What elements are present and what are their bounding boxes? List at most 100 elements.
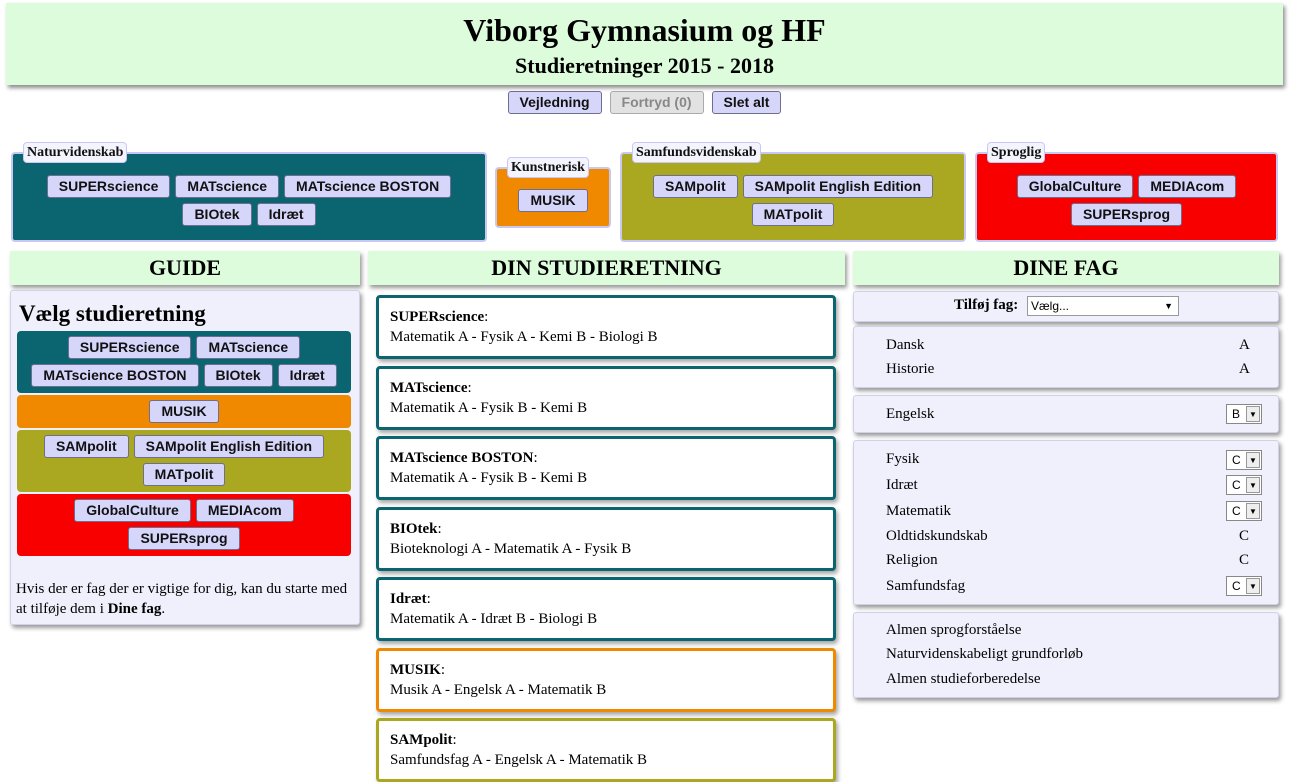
subjects-group-3 (853, 440, 1279, 605)
study-card-matscience[interactable]: MATscience: Matematik A - Fysik B - Kemi… (376, 366, 836, 430)
study-button-sampolit-english[interactable]: SAMpolit English Edition (742, 175, 934, 198)
subject-name: Engelsk (886, 406, 935, 422)
subjects-group-4 (853, 612, 1279, 698)
chevron-down-icon: ▼ (1246, 578, 1260, 594)
add-subject-panel: Tilføj fag: Vælg... ▼ (853, 291, 1279, 322)
dine-fag-link: Dine fag (107, 601, 162, 617)
study-card-name: BIOtek (390, 521, 438, 537)
study-card-biotek[interactable]: BIOtek: Bioteknologi A - Matematik A - F… (376, 507, 836, 571)
guide-button-sampolit-english[interactable]: SAMpolit English Edition (133, 435, 325, 458)
subjects-group-1 (853, 326, 1279, 388)
study-button-mediacom[interactable]: MEDIAcom (1138, 175, 1237, 198)
guide-button-superscience[interactable]: SUPERscience (67, 336, 192, 359)
subject-level: A (1239, 361, 1250, 377)
study-button-matscience[interactable]: MATscience (175, 175, 280, 198)
page-subtitle: Studieretninger 2015 - 2018 (515, 53, 774, 78)
study-card-sampolit[interactable]: SAMpolit: Samfundsfag A - Engelsk A - Ma… (376, 718, 836, 782)
study-button-supersprog[interactable]: SUPERsprog (1070, 203, 1183, 226)
study-button-globalculture[interactable]: GlobalCulture (1016, 175, 1134, 198)
subject-level: C (1239, 528, 1250, 544)
page-title: Viborg Gymnasium og HF (463, 12, 826, 48)
chevron-down-icon: ▼ (1164, 301, 1173, 311)
study-card-subjects: Bioteknologi A - Matematik A - Fysik B (390, 541, 632, 557)
toolbar: Vejledning Fortryd (0) Slet alt (0, 91, 1289, 114)
subject-name: Samfundsfag (886, 578, 966, 594)
level-select[interactable]: C▼ (1226, 475, 1262, 495)
category-label: Kunstnerisk (507, 157, 589, 178)
study-card-name: MATscience BOSTON (390, 450, 534, 466)
chevron-down-icon: ▼ (1246, 477, 1260, 493)
guide-header: GUIDE (10, 251, 360, 285)
guide-block-samfundsvidenskab: SAMpolit SAMpolit English Edition MATpol… (17, 430, 351, 492)
study-button-matpolit[interactable]: MATpolit (751, 203, 835, 226)
category-samfundsvidenskab: Samfundsvidenskab SAMpolit SAMpolit Engl… (620, 142, 966, 242)
study-card-matscience-boston[interactable]: MATscience BOSTON: Matematik A - Fysik B… (376, 436, 836, 500)
subject-name: Idræt (886, 477, 918, 493)
study-card-subjects: Matematik A - Fysik B - Kemi B (390, 470, 588, 486)
study-header: DIN STUDIERETNING (368, 251, 845, 285)
guide-button-mediacom[interactable]: MEDIAcom (195, 499, 294, 522)
study-card-name: SUPERscience (390, 309, 485, 325)
guide-block-naturvidenskab: SUPERscience MATscience MATscience BOSTO… (17, 331, 351, 393)
guide-button-musik[interactable]: MUSIK (149, 400, 219, 423)
subject-name: Religion (886, 552, 938, 568)
study-card-musik[interactable]: MUSIK: Musik A - Engelsk A - Matematik B (376, 648, 836, 712)
guide-block-kunstnerisk: MUSIK (17, 395, 351, 428)
add-subject-select[interactable]: Vælg... ▼ (1027, 296, 1179, 316)
subjects-group-2 (853, 395, 1279, 433)
subjects-header: DINE FAG (853, 251, 1279, 285)
core-subject: Naturvidenskabeligt grundforløb (886, 646, 1084, 662)
guide-title: Vælg studieretning (19, 301, 206, 326)
study-card-subjects: Samfundsfag A - Engelsk A - Matematik B (390, 752, 648, 768)
guide-button-sampolit[interactable]: SAMpolit (43, 435, 129, 458)
study-card-subjects: Musik A - Engelsk A - Matematik B (390, 682, 607, 698)
page-header: Viborg Gymnasium og HF Studieretninger 2… (6, 3, 1283, 85)
study-card-subjects: Matematik A - Fysik B - Kemi B (390, 400, 588, 416)
study-card-subjects: Matematik A - Fysik A - Kemi B - Biologi… (390, 329, 658, 345)
level-select[interactable]: C▼ (1226, 501, 1262, 521)
add-subject-label: Tilføj fag: (954, 297, 1019, 313)
subject-name: Fysik (886, 451, 920, 467)
guide-button[interactable]: Vejledning (507, 91, 602, 114)
guide-button-matscience[interactable]: MATscience (196, 336, 301, 359)
guide-button-idraet[interactable]: Idræt (277, 364, 337, 387)
study-button-idraet[interactable]: Idræt (256, 203, 316, 226)
subject-name: Oldtidskundskab (886, 528, 988, 544)
study-card-name: SAMpolit (390, 732, 453, 748)
undo-button[interactable]: Fortryd (0) (609, 91, 704, 114)
category-naturvidenskab: Naturvidenskab SUPERscience MATscience M… (11, 142, 487, 242)
subject-name: Matematik (886, 503, 951, 519)
level-select[interactable]: C▼ (1226, 576, 1262, 596)
guide-button-biotek[interactable]: BIOtek (203, 364, 273, 387)
study-card-name: MATscience (390, 380, 468, 396)
level-select[interactable]: C▼ (1226, 450, 1262, 470)
study-button-superscience[interactable]: SUPERscience (46, 175, 171, 198)
study-button-sampolit[interactable]: SAMpolit (652, 175, 738, 198)
category-kunstnerisk: Kunstnerisk MUSIK (495, 157, 611, 228)
category-sproglig: Sproglig GlobalCulture MEDIAcom SUPERspr… (975, 142, 1278, 242)
chevron-down-icon: ▼ (1246, 503, 1260, 519)
study-card-idraet[interactable]: Idræt: Matematik A - Idræt B - Biologi B (376, 577, 836, 641)
clear-all-button[interactable]: Slet alt (711, 91, 782, 114)
study-button-matscience-boston[interactable]: MATscience BOSTON (284, 175, 452, 198)
study-card-superscience[interactable]: SUPERscience: Matematik A - Fysik A - Ke… (376, 295, 836, 359)
study-button-biotek[interactable]: BIOtek (182, 203, 252, 226)
guide-note: Hvis der er fag der er vigtige for dig, … (16, 581, 348, 617)
subject-name: Historie (886, 361, 935, 377)
guide-panel: Vælg studieretning SUPERscience MATscien… (10, 290, 360, 625)
guide-button-globalculture[interactable]: GlobalCulture (74, 499, 191, 522)
study-card-subjects: Matematik A - Idræt B - Biologi B (390, 611, 598, 627)
study-button-musik[interactable]: MUSIK (518, 189, 588, 212)
category-label: Samfundsvidenskab (632, 142, 761, 163)
category-label: Sproglig (987, 142, 1046, 163)
category-label: Naturvidenskab (23, 142, 128, 163)
level-select[interactable]: B▼ (1226, 404, 1262, 424)
core-subject: Almen studieforberedelse (886, 671, 1041, 687)
guide-button-matscience-boston[interactable]: MATscience BOSTON (31, 364, 199, 387)
chevron-down-icon: ▼ (1246, 452, 1260, 468)
guide-button-supersprog[interactable]: SUPERsprog (128, 527, 240, 550)
subject-level: C (1239, 552, 1250, 568)
guide-button-matpolit[interactable]: MATpolit (142, 463, 226, 486)
core-subject: Almen sprogforståelse (886, 622, 1022, 638)
chevron-down-icon: ▼ (1246, 406, 1260, 422)
